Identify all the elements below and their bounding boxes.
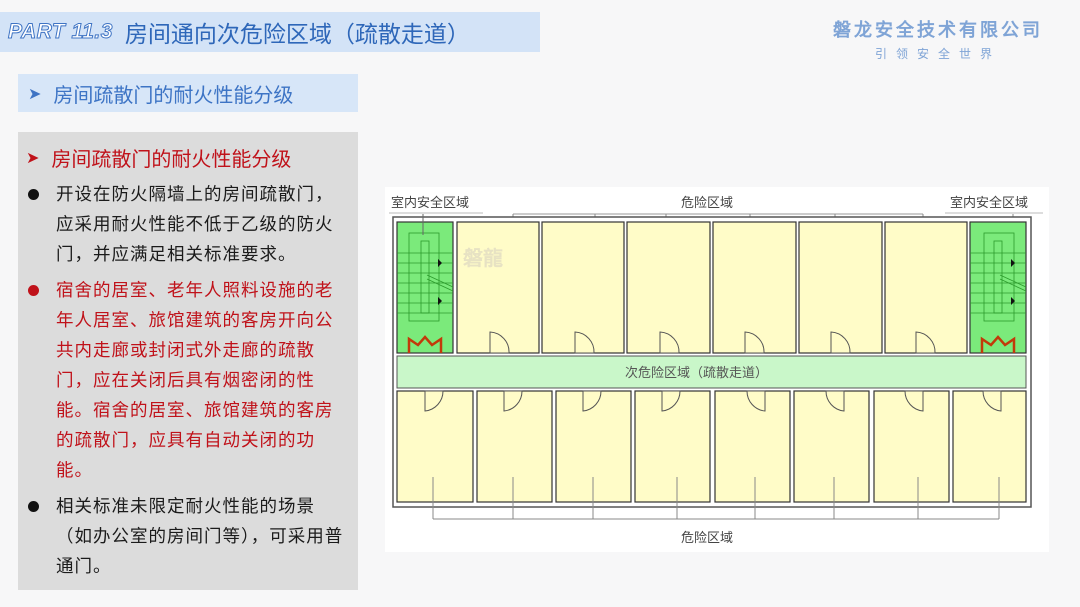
arrow-bullet-icon: ➤ [28, 83, 42, 103]
stairwell-left [396, 214, 454, 354]
bullet-item: 开设在防火隔墙上的房间疏散门，应采用耐火性能不低于乙级的防火门，并应满足相关标准… [26, 180, 348, 270]
corridor [396, 355, 1027, 389]
bullet-item: 宿舍的居室、老年人照料设施的老年人居室、旅馆建筑的客房开向公共内走廊或封闭式外走… [26, 276, 348, 486]
arrow-bullet-icon: ➤ [26, 147, 40, 167]
bullet-dot-icon [28, 285, 39, 296]
fire-door-icon [980, 335, 1016, 353]
bullet-text: 开设在防火隔墙上的房间疏散门，应采用耐火性能不低于乙级的防火门，并应满足相关标准… [56, 185, 334, 265]
section-bar: ➤ 房间疏散门的耐火性能分级 [18, 74, 358, 112]
title-bar: PART 11.3 房间通向次危险区域（疏散走道） [0, 12, 540, 52]
label-corridor: 次危险区域（疏散走道） [625, 365, 768, 381]
bottom-rooms [396, 390, 1027, 503]
label-safe-right: 室内安全区域 [950, 195, 1028, 211]
page-title: 房间通向次危险区域（疏散走道） [124, 22, 470, 48]
floor-plan-diagram: 室内安全区域 危险区域 室内安全区域 [385, 187, 1049, 552]
top-rooms [456, 221, 968, 354]
stairwell-right [969, 221, 1027, 354]
label-danger-top: 危险区域 [681, 196, 733, 211]
label-safe-left: 室内安全区域 [391, 195, 469, 211]
content-heading-text: 房间疏散门的耐火性能分级 [51, 146, 292, 171]
content-heading: ➤ 房间疏散门的耐火性能分级 [26, 140, 348, 174]
bullet-dot-icon [28, 189, 39, 200]
watermark: 磐龍 [463, 246, 503, 270]
brand-slogan: 引领安全世界 [874, 47, 1001, 61]
fire-door-icon [407, 335, 443, 353]
bullet-item: 相关标准未限定耐火性能的场景（如办公室的房间门等），可采用普通门。 [26, 492, 348, 582]
content-box: ➤ 房间疏散门的耐火性能分级 开设在防火隔墙上的房间疏散门，应采用耐火性能不低于… [18, 132, 358, 590]
floor-plan-svg: 室内安全区域 危险区域 室内安全区域 [389, 195, 1043, 546]
bullet-text: 相关标准未限定耐火性能的场景（如办公室的房间门等），可采用普通门。 [56, 497, 344, 577]
brand-logo: 磐龙安全技术有限公司 引领安全世界 [818, 16, 1058, 62]
brand-name: 磐龙安全技术有限公司 [833, 20, 1043, 41]
bullet-dot-icon [28, 501, 39, 512]
bullet-text: 宿舍的居室、老年人照料设施的老年人居室、旅馆建筑的客房开向公共内走廊或封闭式外走… [56, 281, 334, 481]
section-title: 房间疏散门的耐火性能分级 [53, 82, 294, 107]
part-label: PART 11.3 [8, 20, 113, 44]
label-danger-bottom: 危险区域 [681, 531, 733, 546]
